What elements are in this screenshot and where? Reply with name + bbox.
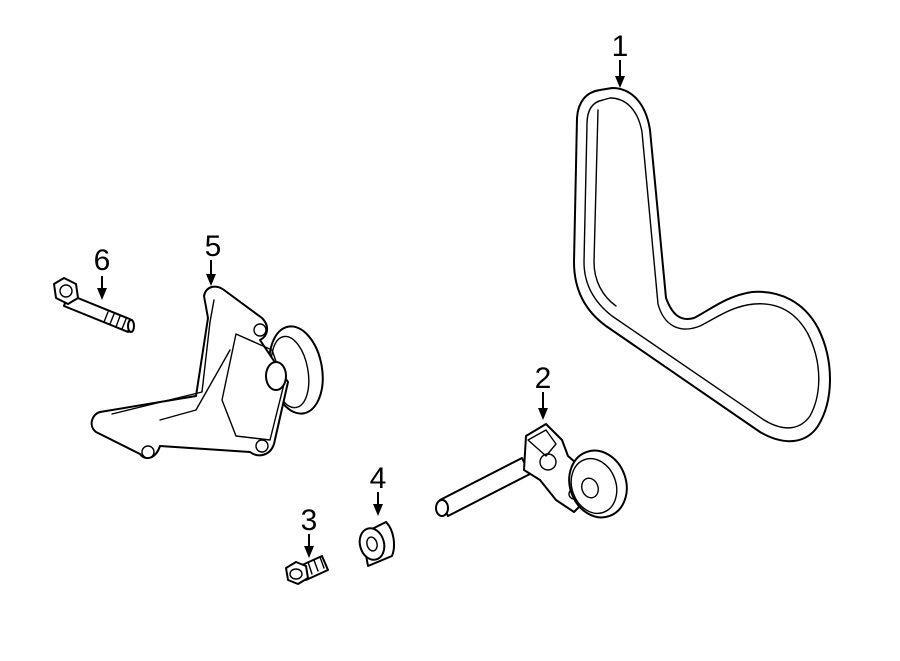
part-5-idler-bracket[interactable]: [90, 285, 330, 460]
callout-6-label: 6: [94, 244, 111, 277]
callout-4: 4: [370, 462, 387, 516]
callout-3-label: 3: [301, 504, 318, 537]
callout-2-label: 2: [535, 362, 552, 395]
callout-3: 3: [301, 504, 318, 558]
callout-1: 1: [612, 30, 629, 88]
part-2-tensioner[interactable]: [435, 423, 636, 526]
part-4-spacer[interactable]: [356, 521, 395, 567]
callout-5-label: 5: [205, 230, 222, 263]
part-6-long-bolt[interactable]: [53, 277, 135, 333]
callout-1-label: 1: [612, 30, 629, 63]
part-3-small-bolt[interactable]: [285, 555, 329, 585]
part-1-drive-belt[interactable]: [573, 87, 831, 443]
callout-4-label: 4: [370, 462, 387, 495]
callout-6: 6: [94, 244, 111, 300]
callout-2: 2: [535, 362, 552, 420]
callout-5: 5: [205, 230, 222, 286]
